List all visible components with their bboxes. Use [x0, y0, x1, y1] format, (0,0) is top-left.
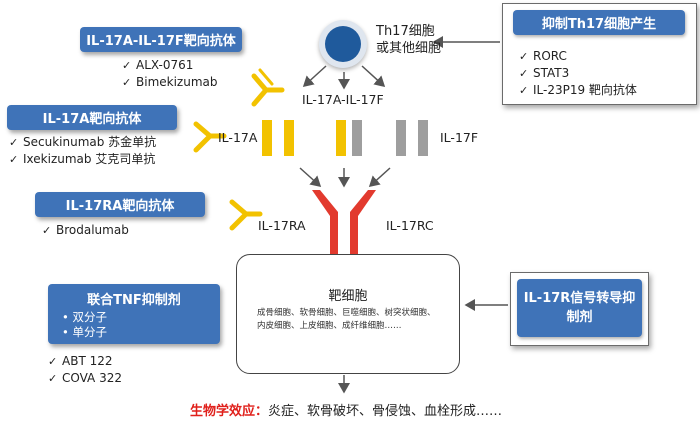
- th17-inhibition-title: 抑制Th17细胞产生: [513, 10, 685, 35]
- tnf-inhibitor-title: 联合TNF抑制剂: [87, 293, 181, 308]
- check-icon: ✓: [48, 355, 58, 368]
- target-cell-description: 成骨细胞、软骨细胞、巨噬细胞、树突状细胞、内皮细胞、上皮细胞、成纤维细胞……: [257, 308, 436, 331]
- antibody-icon: [229, 199, 263, 231]
- arrow-cell-left: [302, 65, 327, 88]
- biological-effect-label: 生物学效应：: [190, 404, 269, 419]
- check-icon: ✓: [122, 76, 132, 89]
- il17a-antibody-box: IL-17A靶向抗体: [7, 105, 177, 130]
- target-cell-title: 靶细胞: [328, 289, 368, 304]
- th17-cell-icon: [319, 20, 367, 68]
- target-cell-box: 靶细胞 成骨细胞、软骨细胞、巨噬细胞、树突状细胞、内皮细胞、上皮细胞、成纤维细胞…: [236, 254, 460, 374]
- receptor-icon: [312, 190, 376, 272]
- il17a-il17f-antibody-box: IL-17A-IL-17F靶向抗体: [80, 27, 242, 52]
- antibody-icon: [251, 68, 285, 107]
- il17r-signal-title: IL-17R信号转导抑制剂: [517, 279, 642, 337]
- check-icon: ✓: [122, 59, 132, 72]
- il17a-il17f-label: IL-17A-IL-17F: [302, 92, 384, 107]
- il17a-bar: [262, 120, 272, 156]
- antibody-icon: [193, 121, 227, 153]
- bullet-icon: •: [62, 310, 73, 324]
- arrow-cytokine-right: [368, 167, 391, 188]
- bullet-icon: •: [62, 325, 73, 339]
- check-icon: ✓: [519, 84, 529, 97]
- il17a-il17f-antibody-list: ✓ALX-0761 ✓Bimekizumab: [122, 58, 218, 89]
- check-icon: ✓: [9, 153, 19, 166]
- th17-inhibition-box: 抑制Th17细胞产生 ✓RORC ✓STAT3 ✓IL-23P19 靶向抗体: [502, 3, 697, 105]
- check-icon: ✓: [519, 67, 529, 80]
- il17f-bar: [396, 120, 406, 156]
- il17a-bar: [336, 120, 346, 156]
- check-icon: ✓: [42, 224, 52, 237]
- il17f-bar: [418, 120, 428, 156]
- biological-effect: 生物学效应：炎症、软骨破坏、骨侵蚀、血栓形成……: [190, 400, 502, 419]
- arrow-cell-right: [361, 65, 386, 88]
- il17a-antibody-list: ✓Secukinumab 苏金单抗 ✓Ixekizumab 艾克司单抗: [9, 135, 157, 166]
- tnf-drug-list: ✓ABT 122 ✓COVA 322: [48, 354, 122, 385]
- th17-inhibition-list: ✓RORC ✓STAT3 ✓IL-23P19 靶向抗体: [519, 49, 637, 97]
- il17f-label: IL-17F: [440, 130, 479, 145]
- il17f-bar: [352, 120, 362, 156]
- check-icon: ✓: [9, 136, 19, 149]
- il17ra-label: IL-17RA: [258, 218, 306, 233]
- il17ra-antibody-list: ✓Brodalumab: [42, 223, 129, 237]
- arrow-cytokine-left: [299, 167, 322, 188]
- check-icon: ✓: [48, 372, 58, 385]
- check-icon: ✓: [519, 50, 529, 63]
- th17-cell-label: Th17细胞 或其他细胞: [376, 24, 442, 56]
- il17r-signal-box: IL-17R信号转导抑制剂: [510, 272, 649, 346]
- biological-effect-text: 炎症、软骨破坏、骨侵蚀、血栓形成……: [268, 404, 503, 419]
- il17a-bar: [284, 120, 294, 156]
- il17ra-antibody-box: IL-17RA靶向抗体: [35, 192, 205, 217]
- il17a-label: IL-17A: [218, 130, 258, 145]
- il17rc-label: IL-17RC: [386, 218, 434, 233]
- tnf-inhibitor-box: 联合TNF抑制剂 • 双分子 • 单分子: [48, 284, 220, 344]
